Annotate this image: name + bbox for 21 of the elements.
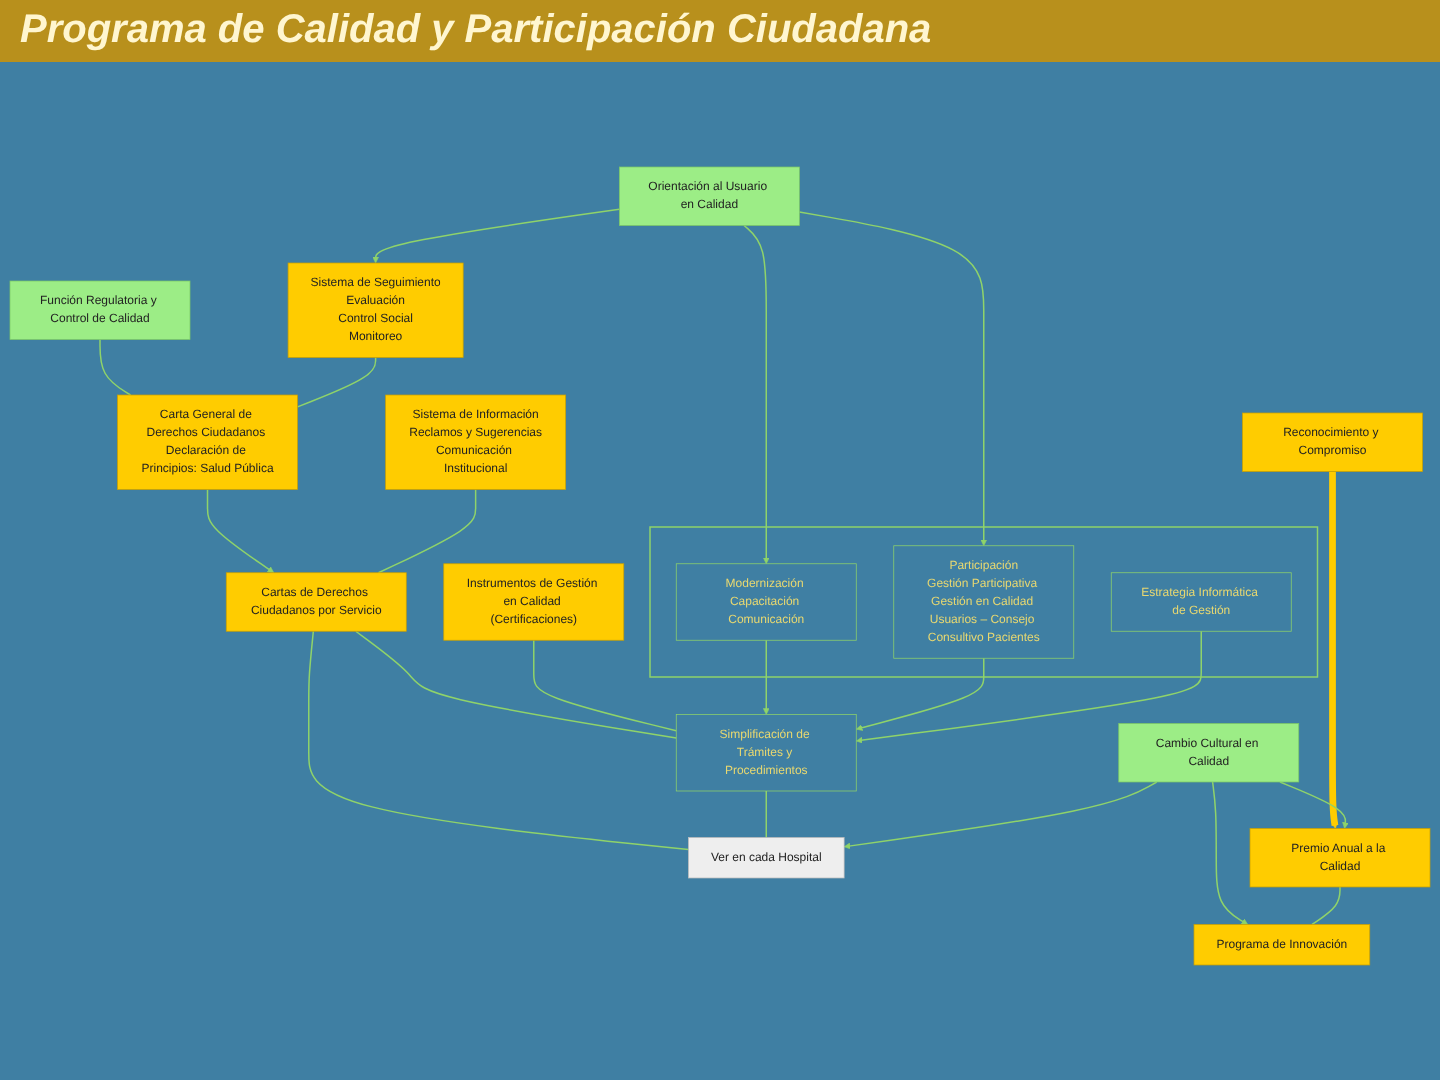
arrow xyxy=(206,488,275,574)
arrow xyxy=(743,224,770,565)
connector xyxy=(765,790,767,839)
connector xyxy=(99,338,132,396)
arrow xyxy=(1211,781,1249,925)
arrow xyxy=(798,211,988,547)
cluster xyxy=(649,526,1319,678)
arrow xyxy=(1279,781,1349,829)
connector xyxy=(1311,886,1341,926)
connector xyxy=(308,630,690,851)
arrow xyxy=(762,639,770,715)
arrow xyxy=(855,630,1202,744)
connector xyxy=(296,356,377,408)
connector xyxy=(377,488,477,574)
arrow xyxy=(843,781,1158,850)
arrow xyxy=(372,208,621,264)
arrow xyxy=(1329,471,1339,829)
arrow xyxy=(855,657,985,731)
connector xyxy=(355,630,677,739)
connector xyxy=(533,639,677,732)
title: Programa de Calidad y Participación Ciudadana xyxy=(0,0,1440,62)
